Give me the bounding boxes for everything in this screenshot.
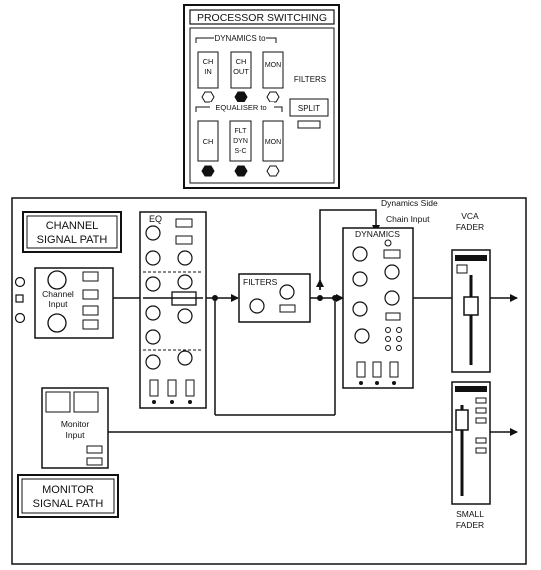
eq-knob-10-icon[interactable] — [177, 350, 193, 366]
dyn-mon-button[interactable]: MON — [262, 51, 284, 89]
processor-title: PROCESSOR SWITCHING — [197, 12, 327, 24]
dyn-ch-in-label2: IN — [204, 67, 212, 76]
channel-signal-path-label: CHANNEL SIGNAL PATH — [22, 211, 122, 253]
eq-label: EQ — [149, 214, 162, 224]
eq-knob-4-icon[interactable] — [145, 276, 161, 292]
channel-input-line2: Input — [49, 299, 69, 309]
vca-fader-knob[interactable] — [463, 296, 479, 316]
eq-ch-label: CH — [203, 137, 214, 146]
eq-ch-led-on-icon — [201, 165, 215, 177]
dyn-ch-in-label1: CH — [203, 57, 214, 66]
dyn-mon-led-off-icon — [266, 91, 280, 103]
eq-dyn-label: DYN — [233, 138, 248, 145]
dyn-knob-1-icon[interactable] — [352, 246, 368, 262]
small-fader-line2: FADER — [456, 520, 484, 530]
eq-mon-led-off-icon — [266, 165, 280, 177]
eq-mon-label: MON — [265, 139, 281, 146]
dyn-ch-out-led-on-icon — [234, 91, 248, 103]
channel-input-module: Channel Input — [14, 267, 114, 339]
channel-trim-knob-icon[interactable] — [47, 313, 67, 333]
channel-input-jack-3-icon — [14, 312, 26, 324]
eq-knob-5-icon[interactable] — [177, 274, 193, 290]
eq-knob-8-icon[interactable] — [145, 329, 161, 345]
equaliser-to-label: EQUALISER to — [215, 103, 266, 112]
dyn-knob-2-icon[interactable] — [352, 271, 368, 287]
split-led-icon — [297, 120, 321, 129]
dyn-ch-out-button[interactable]: CH OUT — [230, 51, 252, 89]
dyn-ch-out-label2: OUT — [233, 67, 249, 76]
filter-hpf-knob-icon[interactable] — [249, 298, 265, 314]
eq-module: EQ — [139, 211, 207, 409]
monitor-path-line2: SIGNAL PATH — [33, 498, 104, 510]
dyn-mon-label: MON — [265, 62, 281, 69]
eq-knob-1-icon[interactable] — [145, 225, 161, 241]
sidechain-line1: Dynamics Side — [381, 198, 438, 208]
dyn-knob-4-icon[interactable] — [352, 301, 368, 317]
eq-knob-9-icon[interactable] — [145, 354, 161, 370]
dyn-ch-in-led-off-icon — [201, 91, 215, 103]
eq-flt-led-on-icon — [234, 165, 248, 177]
monitor-input-line2: Input — [66, 430, 86, 440]
dyn-ch-out-label1: CH — [236, 57, 247, 66]
processor-switching-panel: PROCESSOR SWITCHING DYNAMICS to CH IN CH… — [183, 4, 340, 189]
eq-knob-3-icon[interactable] — [177, 250, 193, 266]
vca-fader-module — [451, 249, 491, 373]
vca-fader-line1: VCA — [461, 211, 479, 221]
small-fader-module — [451, 381, 491, 505]
dyn-knob-3-icon[interactable] — [384, 264, 400, 280]
channel-path-line1: CHANNEL — [46, 220, 99, 232]
filters-module: FILTERS — [238, 273, 311, 323]
eq-mon-button[interactable]: MON — [262, 120, 284, 162]
eq-knob-6-icon[interactable] — [145, 305, 161, 321]
channel-input-jack-1-icon — [14, 276, 26, 288]
eq-knob-7-icon[interactable] — [177, 308, 193, 324]
sidechain-line2: Chain Input — [386, 214, 430, 224]
dynamics-to-label: DYNAMICS to — [214, 34, 266, 43]
dyn-knob-6-icon[interactable] — [354, 328, 370, 344]
filters-switch-label: FILTERS — [294, 75, 326, 84]
eq-knob-2-icon[interactable] — [145, 250, 161, 266]
dyn-knob-5-icon[interactable] — [384, 290, 400, 306]
channel-gain-knob-icon[interactable] — [47, 270, 67, 290]
dyn-ch-in-button[interactable]: CH IN — [197, 51, 219, 89]
vca-fader-line2: FADER — [456, 222, 484, 232]
filters-label: FILTERS — [243, 277, 278, 287]
channel-input-jack-2-icon — [15, 294, 24, 303]
small-fader-knob[interactable] — [455, 409, 469, 431]
monitor-input-module: Monitor Input — [41, 387, 109, 469]
dynamics-label: DYNAMICS — [355, 229, 400, 239]
eq-flt-label: FLT — [235, 128, 248, 135]
small-fader-line1: SMALL — [456, 509, 484, 519]
eq-ch-button[interactable]: CH — [197, 120, 219, 162]
monitor-signal-path-label: MONITOR SIGNAL PATH — [17, 474, 119, 518]
signal-path-diagram: CHANNEL SIGNAL PATH MONITOR SIGNAL PATH — [11, 197, 527, 565]
dynamics-module: DYNAMICS — [342, 227, 414, 389]
eq-flt-dyn-sc-button[interactable]: FLT DYN S-C — [229, 120, 252, 162]
split-button[interactable]: SPLIT — [289, 98, 329, 117]
channel-path-line2: SIGNAL PATH — [37, 234, 108, 246]
monitor-path-line1: MONITOR — [42, 484, 94, 496]
filter-lpf-knob-icon[interactable] — [279, 284, 295, 300]
channel-input-line1: Channel — [42, 289, 74, 299]
split-label: SPLIT — [298, 104, 320, 113]
monitor-input-line1: Monitor — [61, 419, 90, 429]
eq-sc-label: S-C — [234, 148, 246, 155]
